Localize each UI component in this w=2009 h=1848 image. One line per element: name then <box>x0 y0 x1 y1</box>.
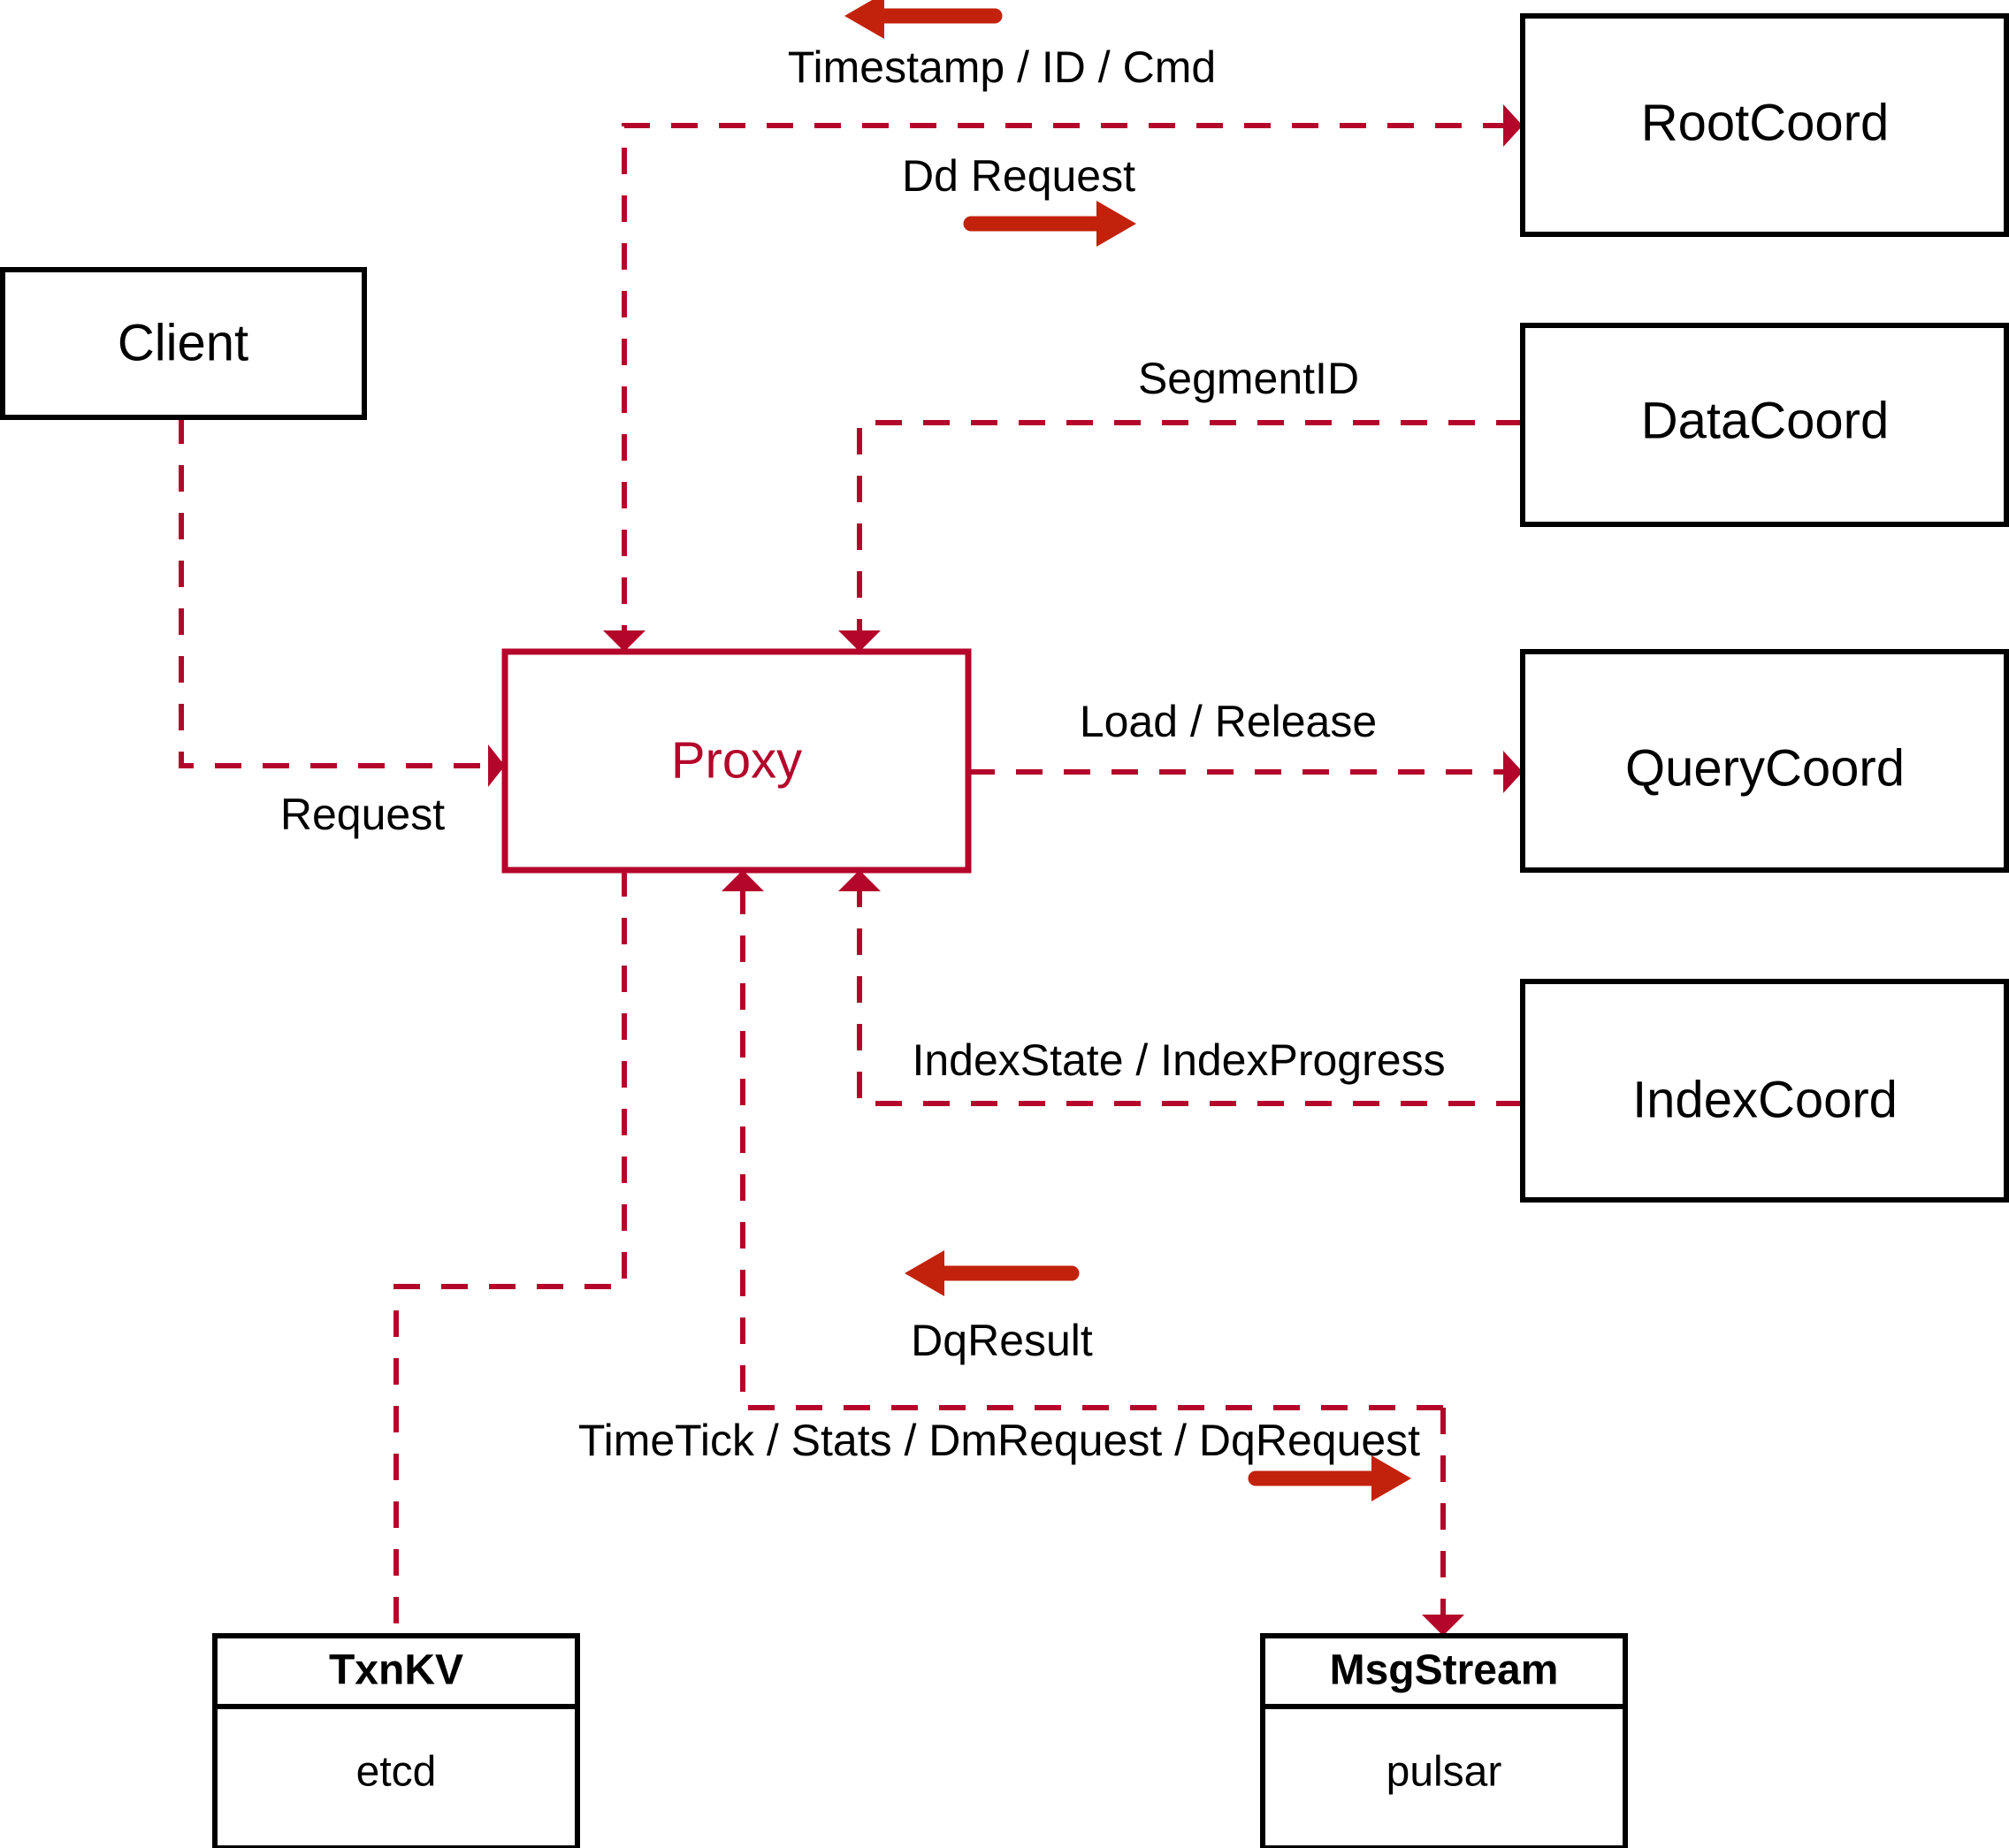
node-querycoord-rect[interactable] <box>1520 649 2009 873</box>
edge-label-dqresult: DqResult <box>911 1316 1093 1365</box>
edge-proxy-querycoord-arrowhead <box>1503 751 1523 793</box>
node-client-rect[interactable] <box>0 267 367 420</box>
node-msgstream-label: MsgStream <box>1330 1647 1559 1694</box>
node-proxy[interactable]: Proxy <box>501 648 972 874</box>
edge-label-timetick-stats-dmrequest-dqrequest: TimeTick / Stats / DmRequest / DqRequest <box>578 1416 1420 1465</box>
edge-label-indexstate-indexprogress: IndexState / IndexProgress <box>912 1035 1445 1085</box>
node-msgstream-sublabel: pulsar <box>1386 1749 1502 1796</box>
node-indexcoord-label: IndexCoord <box>1632 1071 1898 1128</box>
node-txnkv-sublabel: etcd <box>356 1749 437 1796</box>
node-rootcoord[interactable]: RootCoord <box>1520 13 2009 237</box>
node-querycoord[interactable]: QueryCoord <box>1520 649 2009 873</box>
edge-proxy-msgstream-arrowhead <box>1422 1615 1464 1636</box>
edge-proxy-txnkv-path <box>393 870 627 1636</box>
edge-indexcoord-proxy <box>838 870 1523 1106</box>
edge-datacoord-proxy-path <box>857 420 1523 652</box>
edge-msgstream-proxy-arrowhead <box>722 870 764 891</box>
edge-proxy-querycoord <box>968 751 1523 793</box>
edge-label-timestamp-id-cmd: Timestamp / ID / Cmd <box>788 42 1216 92</box>
edge-datacoord-proxy-arrowhead <box>838 630 881 652</box>
node-datacoord-label: DataCoord <box>1641 392 1889 449</box>
edge-label-load-release: Load / Release <box>1080 697 1377 746</box>
node-txnkv-label: TxnKV <box>329 1647 463 1694</box>
edge-proxy-msgstream <box>1422 1408 1464 1636</box>
node-rootcoord-label: RootCoord <box>1641 94 1889 151</box>
edge-datacoord-proxy <box>838 420 1523 652</box>
edge-client-proxy-arrowhead <box>488 745 505 787</box>
node-rootcoord-rect[interactable] <box>1520 13 2009 237</box>
node-datacoord[interactable]: DataCoord <box>1520 323 2009 527</box>
direction-arrow-dqresult <box>905 1250 1080 1296</box>
node-querycoord-label: QueryCoord <box>1625 739 1905 797</box>
edge-proxy-txnkv <box>393 870 627 1636</box>
node-indexcoord[interactable]: IndexCoord <box>1520 979 2009 1203</box>
edge-proxy-rootcoord-path <box>622 123 1503 652</box>
direction-arrow-timetick <box>1248 1455 1411 1501</box>
edge-client-proxy-path <box>179 417 488 768</box>
node-msgstream-rect[interactable] <box>1260 1633 1628 1848</box>
edge-proxy-rootcoord <box>603 104 1523 652</box>
node-datacoord-rect[interactable] <box>1520 323 2009 527</box>
edge-proxy-rootcoord-arrowhead <box>1503 104 1523 147</box>
edge-proxy-rootcoord-down-arrowhead <box>603 630 645 652</box>
node-proxy-label: Proxy <box>671 731 802 789</box>
direction-arrow-timestamp <box>844 0 1003 39</box>
edge-msgstream-proxy <box>722 870 1443 1410</box>
node-client[interactable]: Client <box>0 267 367 420</box>
edge-label-segmentid: SegmentID <box>1138 354 1359 403</box>
edge-indexcoord-proxy-path <box>857 870 1523 1106</box>
node-txnkv-rect[interactable] <box>212 1633 580 1848</box>
edge-label-request: Request <box>280 790 445 839</box>
node-client-label: Client <box>118 314 248 371</box>
edge-indexcoord-proxy-arrowhead <box>838 870 881 891</box>
edge-msgstream-proxy-path <box>740 870 1443 1410</box>
direction-arrow-dd-request <box>963 201 1136 247</box>
edge-label-dd-request: Dd Request <box>902 151 1135 201</box>
node-indexcoord-rect[interactable] <box>1520 979 2009 1203</box>
node-txnkv[interactable]: TxnKV etcd <box>212 1633 580 1848</box>
node-msgstream[interactable]: MsgStream pulsar <box>1260 1633 1628 1848</box>
edge-client-proxy <box>179 417 505 787</box>
node-proxy-rect[interactable] <box>501 648 972 874</box>
